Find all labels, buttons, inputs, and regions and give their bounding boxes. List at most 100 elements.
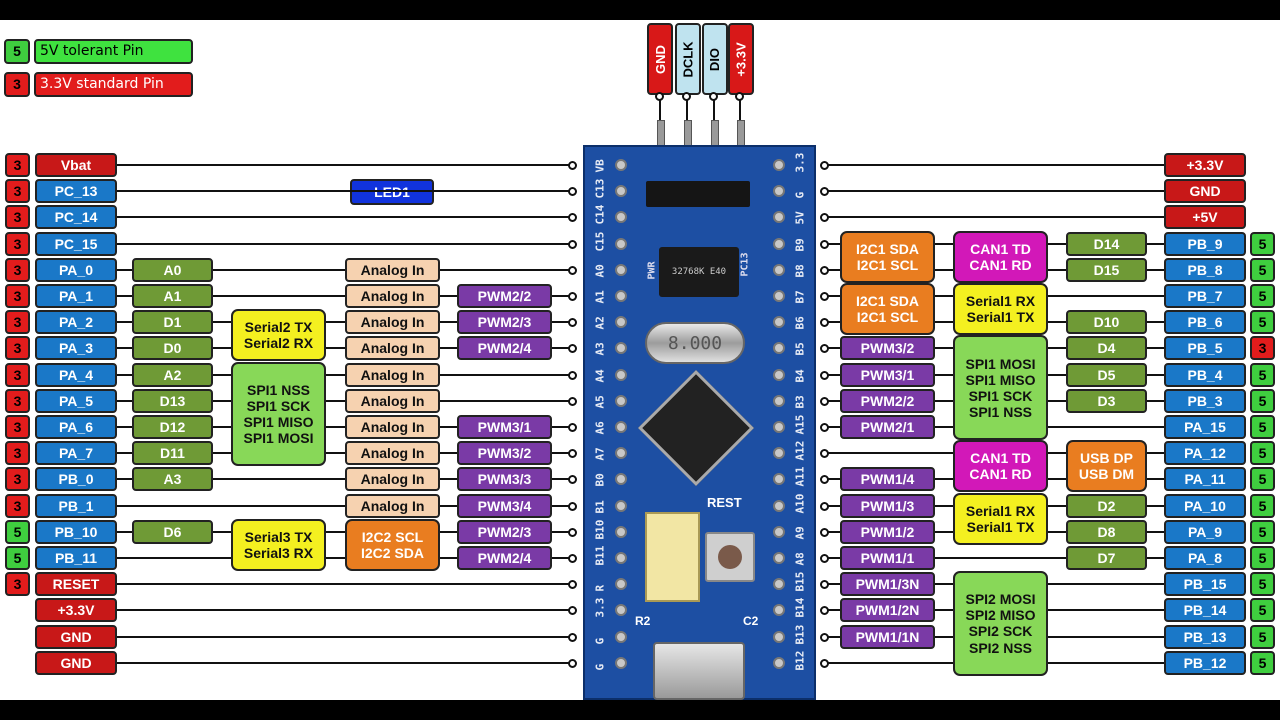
- pinout-diagram: 5 5V tolerant Pin 3 3.3V standard Pin GN…: [0, 20, 1280, 700]
- tolerance-badge-5: 5: [1250, 598, 1275, 623]
- right-wire-dot: [820, 239, 829, 249]
- pwm-label: PWM1/3: [840, 493, 935, 518]
- pin-label: PA_11: [1164, 467, 1246, 492]
- pin-label: PB_4: [1164, 362, 1246, 387]
- usb-connector: [653, 642, 745, 700]
- tolerance-badge-5: 5: [5, 519, 30, 544]
- board-pin-silkscreen-text: B10: [593, 519, 607, 540]
- tolerance-badge-3: 3: [5, 257, 30, 282]
- board-pin-silkscreen: A0: [593, 264, 607, 278]
- header-dot: [655, 92, 664, 101]
- pwm-label: PWM1/1N: [840, 624, 935, 649]
- board-pin-silkscreen-text: A11: [793, 467, 807, 487]
- analog-in-label: Analog In: [345, 415, 440, 439]
- pin-label: +3.3V: [1164, 153, 1246, 177]
- pin-label: PB_0: [35, 467, 117, 492]
- board-pin-silkscreen-text: B9: [793, 237, 807, 252]
- small-chip: 32768K E40: [659, 247, 739, 297]
- board-pin-hole: [773, 159, 785, 171]
- left-wire-dot: [568, 161, 577, 170]
- board-pin-silkscreen: A3: [593, 342, 607, 356]
- header-gnd-tag: GND: [647, 23, 673, 95]
- board-pin-silkscreen-text: A5: [593, 395, 607, 409]
- board-pin-hole: [615, 237, 627, 250]
- board-pin-hole: [615, 630, 627, 643]
- left-wire: [117, 216, 572, 219]
- i2c1-group-item: I2C1 SCL: [856, 256, 919, 273]
- arduino-pin-label: D6: [132, 519, 213, 544]
- board-pin-hole: [773, 290, 785, 302]
- left-wire-dot: [568, 475, 577, 485]
- pwm-label: PWM3/3: [457, 467, 552, 492]
- i2c1-group-item: I2C1 SDA: [855, 293, 920, 309]
- reset-button[interactable]: [705, 532, 755, 582]
- spi2-group-item: SPI2 MISO: [965, 607, 1036, 624]
- can1-group-item: CAN1 TD: [970, 240, 1031, 257]
- left-wire: [117, 661, 572, 664]
- board-pin-silkscreen-text: B1: [593, 499, 607, 514]
- header-dot: [682, 92, 691, 101]
- arduino-pin-label: D15: [1066, 257, 1147, 282]
- left-wire: [117, 190, 572, 193]
- arduino-pin-label: D7: [1066, 546, 1147, 570]
- board-pin-silkscreen: B5: [793, 342, 807, 356]
- board-pin-hole: [615, 316, 627, 329]
- left-wire-dot: [568, 632, 577, 642]
- spi2-group-item: SPI2 MOSI: [965, 591, 1036, 608]
- serial2-group-item: Serial2 RX: [243, 335, 314, 352]
- board-pin-hole: [773, 473, 785, 486]
- tolerance-badge-3: 3: [5, 284, 30, 308]
- board-pin-hole: [773, 368, 785, 381]
- board-pin-hole: [615, 263, 627, 276]
- arduino-pin-label: D5: [1066, 362, 1147, 387]
- reset-button-cap[interactable]: [718, 545, 742, 569]
- left-wire-dot: [568, 318, 577, 328]
- board-pin-silkscreen: A8: [793, 552, 807, 566]
- board-pin-hole: [615, 159, 627, 171]
- right-wire-dot: [820, 370, 829, 380]
- board-pin-silkscreen: B7: [793, 290, 807, 304]
- board-pin-silkscreen-text: A1: [593, 290, 607, 304]
- left-wire: [117, 583, 572, 586]
- arduino-pin-label: D13: [132, 388, 213, 413]
- board-pin-hole: [773, 499, 785, 512]
- can1-group-item: CAN1 RD: [969, 466, 1032, 483]
- board-pin-silkscreen: A2: [593, 316, 607, 330]
- analog-in-label: Analog In: [345, 493, 440, 518]
- can1-group-item: CAN1 TD: [970, 450, 1031, 467]
- tolerance-badge-3: 3: [5, 179, 30, 204]
- legend-3v3-num: 3: [4, 72, 30, 97]
- analog-in-label: Analog In: [345, 441, 440, 466]
- board-pin-silkscreen: A1: [593, 290, 607, 304]
- tolerance-badge-5: 5: [1250, 362, 1275, 387]
- board-pin-silkscreen: B0: [593, 473, 607, 487]
- left-wire: [117, 478, 572, 481]
- pin-label: PA_15: [1164, 415, 1246, 439]
- board-pin-silkscreen-text: G: [793, 192, 807, 199]
- spi1-group-item: SPI1 MOSI: [243, 429, 314, 446]
- board-pin-hole: [615, 473, 627, 486]
- pwm-label: PWM2/4: [457, 546, 552, 570]
- pin-label: PA_9: [1164, 519, 1246, 544]
- serial1-group-item: Serial1 TX: [966, 309, 1035, 326]
- board-pin-hole: [773, 263, 785, 276]
- board-pin-silkscreen: B4: [793, 369, 807, 383]
- header-dot: [709, 92, 718, 101]
- tolerance-badge-3: 3: [5, 231, 30, 256]
- board-pin-silkscreen-text: B4: [793, 368, 807, 383]
- analog-in-label: Analog In: [345, 336, 440, 361]
- tolerance-badge-3: 3: [5, 153, 30, 177]
- left-wire: [117, 426, 572, 428]
- serial3-group-item: Serial3 TX: [244, 528, 313, 545]
- pin-label: GND: [35, 624, 117, 649]
- pwm-label: PWM2/2: [840, 388, 935, 413]
- pin-label: +3.3V: [35, 598, 117, 623]
- pin-label: GND: [1164, 179, 1246, 204]
